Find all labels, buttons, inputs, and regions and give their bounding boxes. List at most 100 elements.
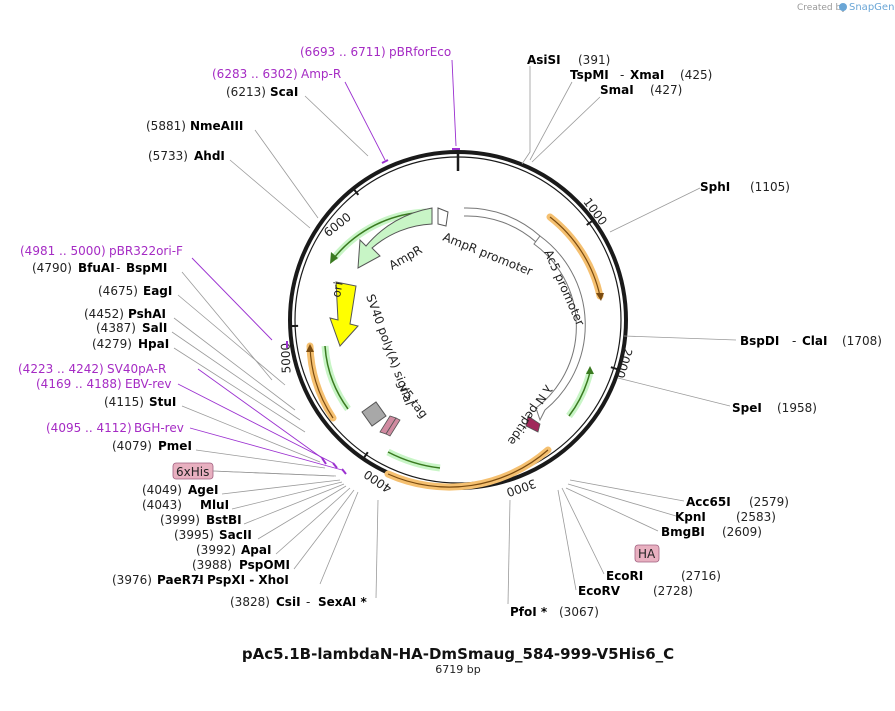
site-name-extra[interactable]: PspXI - XhoI <box>207 573 289 587</box>
primer-position: (4169 .. 4188) <box>36 377 122 391</box>
site-name[interactable]: AgeI <box>188 483 218 497</box>
site-position: (2609) <box>722 525 762 539</box>
site-position: (4279) <box>92 337 132 351</box>
primer-name[interactable]: EBV-rev <box>125 377 171 391</box>
primer-name[interactable]: BGH-rev <box>134 421 184 435</box>
site-name[interactable]: BfuAI <box>78 261 115 275</box>
ampr-promoter-feature[interactable] <box>463 207 541 243</box>
site-position: (1708) <box>842 334 882 348</box>
site-position: (4115) <box>104 395 144 409</box>
ampr-label: AmpR <box>387 243 425 273</box>
site-position: (3988) <box>192 558 232 572</box>
plasmid-size: 6719 bp <box>435 663 480 676</box>
ori-label: ori <box>329 281 345 299</box>
site-name[interactable]: AsiSI <box>527 53 561 67</box>
primer-leader-lines <box>177 59 457 471</box>
site-name[interactable]: EcoRI <box>606 569 643 583</box>
ampr-promoter-label: AmpR promoter <box>441 230 535 279</box>
v5-tag-label: V5 tag <box>396 381 431 421</box>
tag-ha-label: HA <box>638 547 656 561</box>
site-name[interactable]: StuI <box>149 395 176 409</box>
site-name[interactable]: SphI <box>700 180 730 194</box>
site-name[interactable]: SpeI <box>732 401 762 415</box>
site-name[interactable]: NmeAIII <box>190 119 243 133</box>
site-name[interactable]: SmaI <box>600 83 634 97</box>
left-site-labels: (6213)ScaI(5881)NmeAIII(5733)AhdI(4790)B… <box>32 85 367 609</box>
site-name[interactable]: TspMI <box>570 68 609 82</box>
primer-position: (6693 .. 6711) <box>300 45 386 59</box>
site-separator: - <box>620 68 624 82</box>
primer-position: (4095 .. 4112) <box>46 421 132 435</box>
snapgene-brand: SnapGene <box>849 2 895 13</box>
primer-name[interactable]: pBR322ori-F <box>109 244 183 258</box>
created-by-text: Created by <box>797 3 847 13</box>
site-name[interactable]: KpnI <box>675 510 706 524</box>
site-name[interactable]: SacII <box>219 528 252 542</box>
site-position: (427) <box>650 83 682 97</box>
primer-position: (4981 .. 5000) <box>20 244 106 258</box>
ring-tick <box>362 451 369 460</box>
ring-tick-label: 5000 <box>278 343 293 374</box>
site-name[interactable]: AhdI <box>194 149 225 163</box>
site-separator: - <box>116 261 120 275</box>
primer-name[interactable]: pBRforEco <box>389 45 451 59</box>
site-name[interactable]: BmgBI <box>661 525 705 539</box>
site-position: (3999) <box>160 513 200 527</box>
site-name[interactable]: BstBI <box>206 513 242 527</box>
site-name[interactable]: SalI <box>142 321 167 335</box>
site-position: (4675) <box>98 284 138 298</box>
site-name[interactable]: EagI <box>143 284 172 298</box>
site-position: (425) <box>680 68 712 82</box>
ring-tick-label: 2000 <box>613 347 635 380</box>
site-position: (2583) <box>736 510 776 524</box>
site-name[interactable]: ApaI <box>241 543 271 557</box>
site-name[interactable]: BspDI <box>740 334 779 348</box>
site-position: (5733) <box>148 149 188 163</box>
site-name[interactable]: PshAI <box>128 307 166 321</box>
site-name[interactable]: PmeI <box>158 439 192 453</box>
site-separator: - <box>197 573 201 587</box>
site-position: (3828) <box>230 595 270 609</box>
site-position: (4049) <box>142 483 182 497</box>
site-leader-lines <box>171 66 737 605</box>
site-position: (3995) <box>174 528 214 542</box>
site-position: (3992) <box>196 543 236 557</box>
site-position: (6213) <box>226 85 266 99</box>
ac5-promoter-feature[interactable] <box>533 235 586 422</box>
ampr-feature[interactable] <box>357 207 449 269</box>
site-name[interactable]: PfoI * <box>510 605 548 619</box>
right-site-labels: AsiSI(391)TspMI-XmaI(425)SmaI(427)SphI(1… <box>510 53 882 619</box>
site-position: (4387) <box>96 321 136 335</box>
lambda-n-peptide-feature[interactable] <box>525 415 541 433</box>
site-name-extra[interactable]: BspMI <box>126 261 167 275</box>
site-name[interactable]: EcoRV <box>578 584 621 598</box>
site-name[interactable]: PaeR7I <box>157 573 204 587</box>
site-position: (2716) <box>681 569 721 583</box>
site-name[interactable]: PspOMI <box>239 558 290 572</box>
tag-ha[interactable]: HA <box>634 544 660 563</box>
snapgene-logo-icon <box>839 3 847 11</box>
site-position: (4079) <box>112 439 152 453</box>
primer-position: (6283 .. 6302) <box>212 67 298 81</box>
lambda-n-peptide-label: λ N peptide <box>505 382 555 447</box>
site-name-extra[interactable]: XmaI <box>630 68 664 82</box>
site-name[interactable]: CsiI <box>276 595 301 609</box>
tag-6xhis[interactable]: 6xHis <box>172 462 214 480</box>
ring-tick <box>352 187 360 196</box>
site-position: (5881) <box>146 119 186 133</box>
site-name-extra[interactable]: SexAI * <box>318 595 367 609</box>
site-name-extra[interactable]: ClaI <box>802 334 827 348</box>
primer-position: (4223 .. 4242) <box>18 362 104 376</box>
site-name[interactable]: MluI <box>200 498 229 512</box>
primer-name[interactable]: SV40pA-R <box>107 362 166 376</box>
sv40-polya-feature[interactable] <box>361 401 387 427</box>
site-name[interactable]: HpaI <box>138 337 169 351</box>
site-name[interactable]: Acc65I <box>686 495 731 509</box>
site-name[interactable]: ScaI <box>270 85 298 99</box>
v5-tag-feature[interactable] <box>379 415 401 437</box>
ori-feature[interactable] <box>329 281 359 347</box>
site-position: (4043) <box>142 498 182 512</box>
plasmid-title: pAc5.1B-lambdaN-HA-DmSmaug_584-999-V5His… <box>242 645 674 663</box>
primer-name[interactable]: Amp-R <box>301 67 341 81</box>
